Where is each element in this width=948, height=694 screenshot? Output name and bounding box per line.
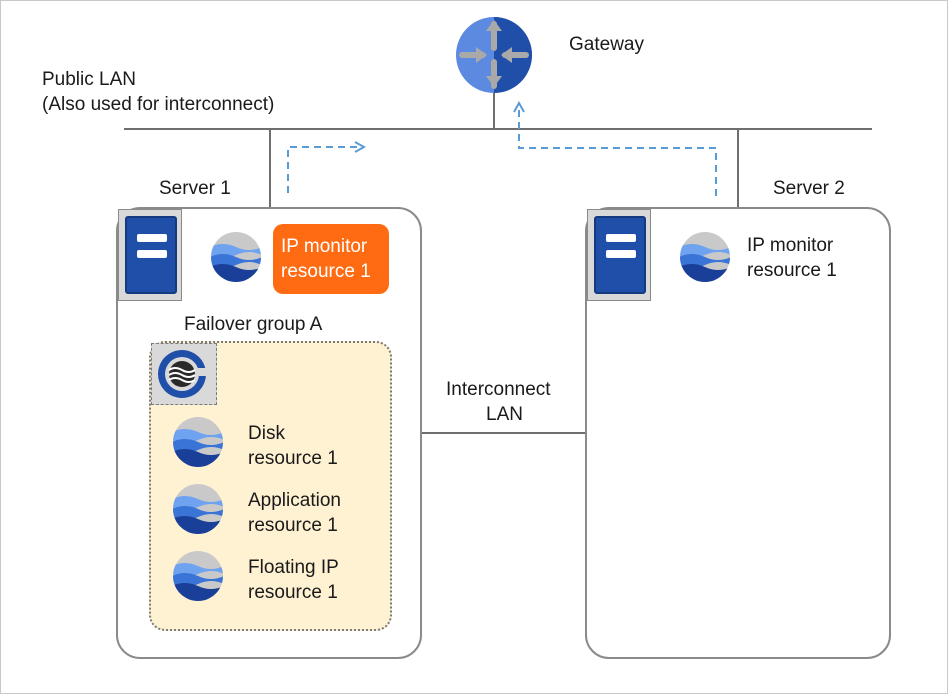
failover-group-label: Failover group A: [184, 314, 323, 335]
server1-ip-monitor-label: IP monitor: [281, 236, 368, 257]
server2-label: Server 2: [773, 178, 845, 199]
interconnect-sublabel: LAN: [486, 404, 523, 425]
server1-ip-monitor-sublabel: resource 1: [281, 261, 371, 282]
public-lan-sublabel: (Also used for interconnect): [42, 94, 275, 115]
application-resource-label: Application: [248, 490, 341, 511]
server1-box: IP monitor resource 1 Failover group A: [116, 207, 422, 659]
server1-server-icon: [118, 209, 182, 301]
group-g-icon: [158, 350, 210, 398]
gateway-router-icon: [456, 17, 532, 93]
disk-resource-sublabel: resource 1: [248, 448, 338, 469]
server2-monitor-path: [519, 103, 717, 196]
floating-ip-resource-icon: [173, 551, 223, 601]
server1-label: Server 1: [159, 178, 231, 199]
floating-ip-resource-sublabel: resource 1: [248, 582, 338, 603]
application-resource-icon: [173, 484, 223, 534]
server2-ip-monitor-label: IP monitor: [747, 235, 834, 256]
server2-server-icon: [587, 209, 651, 301]
ip-monitor-resource-icon: [211, 232, 261, 282]
failover-group-icon: [151, 343, 217, 405]
public-lan-label: Public LAN: [42, 69, 136, 90]
ip-monitor-active-badge: IP monitor resource 1: [273, 224, 389, 294]
server1-monitor-path: [287, 147, 364, 193]
server2-ip-monitor-sublabel: resource 1: [747, 260, 837, 281]
interconnect-label: Interconnect: [446, 379, 551, 400]
floating-ip-resource-label: Floating IP: [248, 557, 339, 578]
gateway-label: Gateway: [569, 34, 644, 55]
failover-group-box: Disk resource 1 Application resource 1: [149, 341, 392, 631]
disk-resource-icon: [173, 417, 223, 467]
disk-resource-label: Disk: [248, 423, 285, 444]
server2-ip-monitor-resource-icon: [680, 232, 730, 282]
server2-box: IP monitor resource 1: [585, 207, 891, 659]
application-resource-sublabel: resource 1: [248, 515, 338, 536]
